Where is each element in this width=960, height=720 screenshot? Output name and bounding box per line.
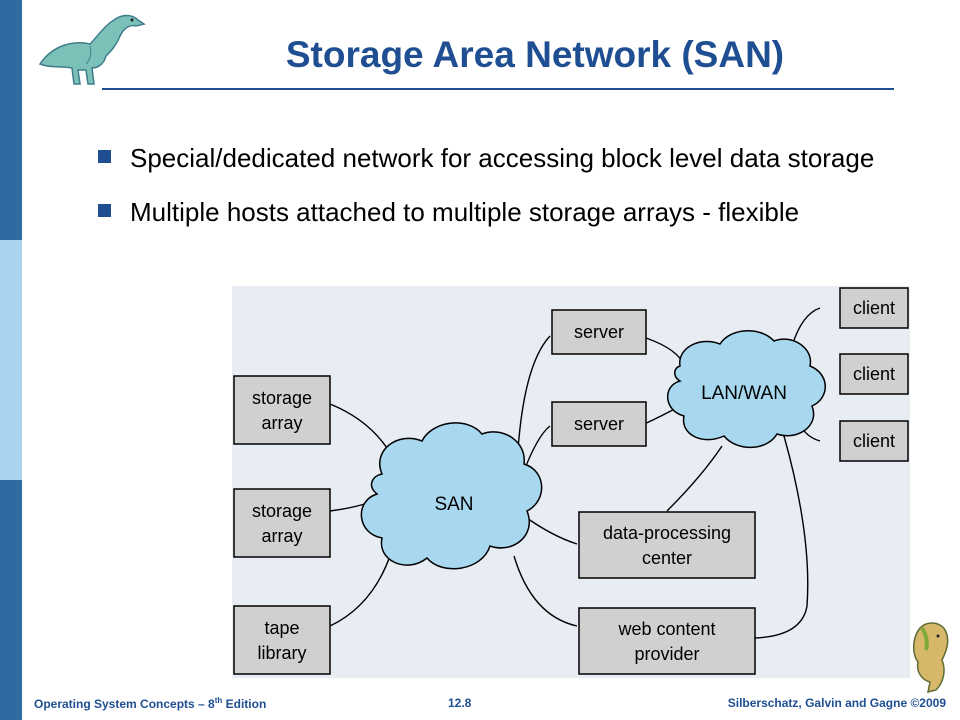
svg-text:client: client <box>853 298 895 318</box>
svg-text:tape: tape <box>264 618 299 638</box>
lan-wan-cloud: LAN/WAN <box>666 330 826 449</box>
client-node: client <box>839 287 909 329</box>
svg-text:client: client <box>853 364 895 384</box>
svg-text:array: array <box>261 526 302 546</box>
slide-title: Storage Area Network (SAN) <box>285 34 785 75</box>
svg-text:array: array <box>261 413 302 433</box>
svg-text:server: server <box>574 322 624 342</box>
svg-text:data-processing: data-processing <box>603 523 731 543</box>
bullet-text: Multiple hosts attached to multiple stor… <box>130 197 800 227</box>
san-label: SAN <box>434 494 473 515</box>
data-processing-center-node: data-processing center <box>578 511 756 579</box>
svg-text:web content: web content <box>617 619 715 639</box>
svg-text:client: client <box>853 431 895 451</box>
san-cloud: SAN <box>360 422 543 570</box>
bullet-text: Special/dedicated network for accessing … <box>130 143 875 173</box>
dinosaur-icon <box>913 622 949 694</box>
client-node: client <box>839 353 909 395</box>
bullet-item: Multiple hosts attached to multiple stor… <box>96 194 886 230</box>
server-node: server <box>551 401 647 447</box>
sidebar-accent <box>0 240 22 480</box>
tape-library-node: tape library <box>233 605 331 675</box>
client-node: client <box>839 420 909 462</box>
lan-wan-label: LAN/WAN <box>701 383 787 404</box>
dinosaur-icon <box>38 14 146 85</box>
storage-array-node: storage array <box>233 375 331 445</box>
svg-text:center: center <box>642 548 692 568</box>
svg-text:library: library <box>257 643 306 663</box>
bullet-item: Special/dedicated network for accessing … <box>96 140 886 176</box>
storage-array-node: storage array <box>233 488 331 558</box>
footer-page-number: 12.8 <box>448 696 472 710</box>
svg-text:server: server <box>574 414 624 434</box>
svg-text:provider: provider <box>634 644 699 664</box>
server-node: server <box>551 309 647 355</box>
svg-text:storage: storage <box>252 501 312 521</box>
web-content-provider-node: web content provider <box>578 607 756 675</box>
footer-book-title: Operating System Concepts – 8th Edition <box>34 696 267 711</box>
square-bullet-icon <box>98 204 111 217</box>
san-diagram: SAN LAN/WAN storage array storage array … <box>232 286 910 678</box>
square-bullet-icon <box>98 150 111 163</box>
title-divider <box>102 88 894 90</box>
svg-text:storage: storage <box>252 388 312 408</box>
footer-copyright: Silberschatz, Galvin and Gagne ©2009 <box>727 696 946 710</box>
bullet-list: Special/dedicated network for accessing … <box>96 140 886 248</box>
